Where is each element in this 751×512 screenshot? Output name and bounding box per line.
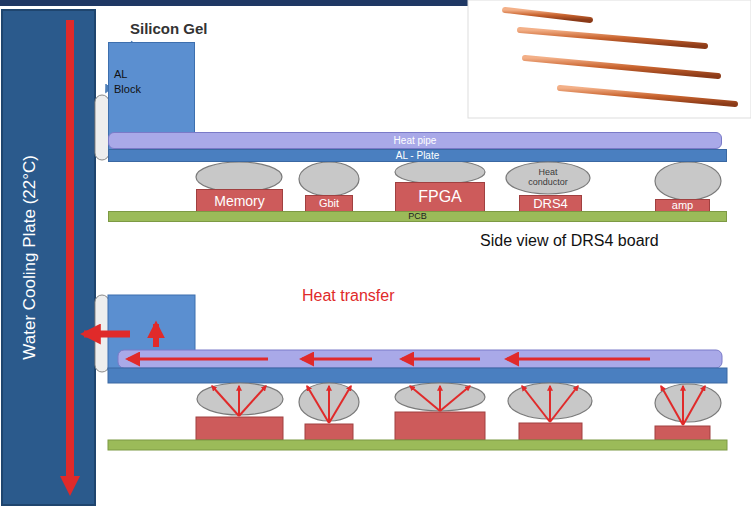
node-text: FPGA (418, 189, 462, 205)
view-caption: Side view of DRS4 board (480, 232, 659, 250)
node-text: amp (672, 200, 693, 211)
chip-box: Memory (196, 189, 283, 212)
cooling-plate: Water Cooling Plate (22°C) (2, 10, 95, 505)
chip-box: Gbit (305, 195, 353, 212)
annotation-text: Heat transfer (302, 287, 394, 305)
pcb-board: PCB (108, 211, 727, 222)
conductor-ellipse: Heat conductor (505, 161, 591, 195)
node-text: AL - Plate (396, 151, 440, 161)
chip-box: DRS4 (519, 195, 582, 212)
node-text: AL Block (114, 67, 154, 97)
chip-box: FPGA (395, 182, 485, 212)
part-label: Silicon Gel (130, 20, 208, 37)
node-text: Water Cooling Plate (22°C) (21, 155, 40, 360)
node-text: Heat pipe (394, 136, 437, 146)
node-text: Memory (214, 194, 265, 208)
node-text: Heat conductor (519, 168, 577, 188)
node-text: PCB (408, 212, 427, 221)
heat-pipe: Heat pipe (108, 132, 722, 149)
node-text: Gbit (319, 198, 339, 209)
node-text: DRS4 (533, 197, 568, 210)
aluminium-plate: AL - Plate (108, 149, 727, 162)
